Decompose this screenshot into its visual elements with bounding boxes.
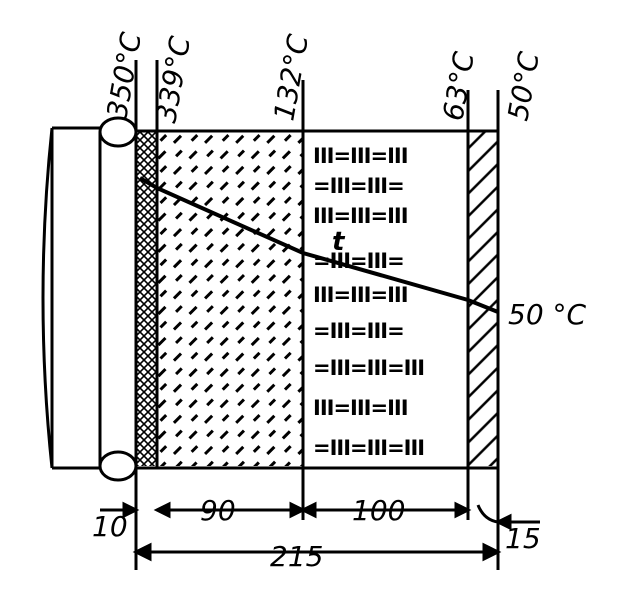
pipe [41,116,138,482]
dimension-lines [100,501,540,562]
layer-3 [303,132,468,466]
curve-label: t [332,227,346,257]
symbol-row: =III=III=III [313,436,424,460]
symbol-row: =III=III= [313,319,404,343]
dim-layer2: 90 [200,494,236,527]
layer-3-symbols: III=III=III =III=III= III=III=III =III=I… [313,144,425,460]
temperature-curve [138,176,499,314]
symbol-row: III=III=III [313,396,408,420]
dim-layer3: 100 [352,494,405,527]
dim-layer4: 15 [505,522,541,555]
temp-layer3-outer: 63°C [436,49,481,123]
layer-1 [137,132,157,466]
symbol-row: III=III=III [313,283,408,307]
frame [134,60,500,570]
layer-2 [157,132,303,466]
dim-layer1: 10 [92,510,128,543]
temp-layer2-outer: 132°C [267,31,315,123]
symbol-row: III=III=III [313,204,408,228]
temp-layer1-outer: 339°C [149,33,197,125]
symbol-row: =III=III=III [313,356,424,380]
symbol-row: =III=III= [313,174,404,198]
temp-pipe: 350°C [100,29,148,121]
layer-4 [468,132,498,466]
temp-surface: 50°C [501,49,546,123]
symbol-row: III=III=III [313,144,408,168]
temp-ambient: 50 °C [508,298,587,331]
dim-total: 215 [270,540,323,573]
